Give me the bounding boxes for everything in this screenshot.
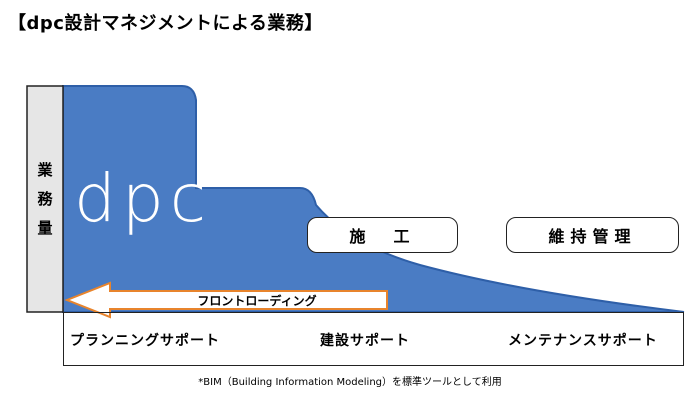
workload-axis-char-1: 業 <box>37 160 53 179</box>
construction-stage-label: 施 工 <box>349 227 416 246</box>
dpc-logo-text: dpc <box>74 160 213 237</box>
workload-axis-char-3: 量 <box>37 218 53 237</box>
workload-axis-bar <box>26 85 64 313</box>
page-title: 【dpc設計マネジメントによる業務】 <box>8 13 323 34</box>
construction-support-label: 建設サポート <box>320 333 410 349</box>
construction-stage-box: 施 工 <box>307 217 458 253</box>
planning-support-label: プランニングサポート <box>70 333 220 349</box>
workload-axis-char-2: 務 <box>37 189 53 208</box>
maintenance-stage-box: 維持管理 <box>506 217 679 253</box>
bim-footnote: *BIM（Building Information Modeling）を標準ツー… <box>198 377 502 388</box>
maintenance-stage-label: 維持管理 <box>548 227 637 246</box>
workload-axis-label: 業 務 量 <box>27 86 63 312</box>
front-loading-label: フロントローディング <box>197 293 317 308</box>
support-phase-bar <box>63 312 684 366</box>
front-loading-arrow <box>64 281 388 319</box>
maintenance-support-label: メンテナンスサポート <box>508 333 658 349</box>
